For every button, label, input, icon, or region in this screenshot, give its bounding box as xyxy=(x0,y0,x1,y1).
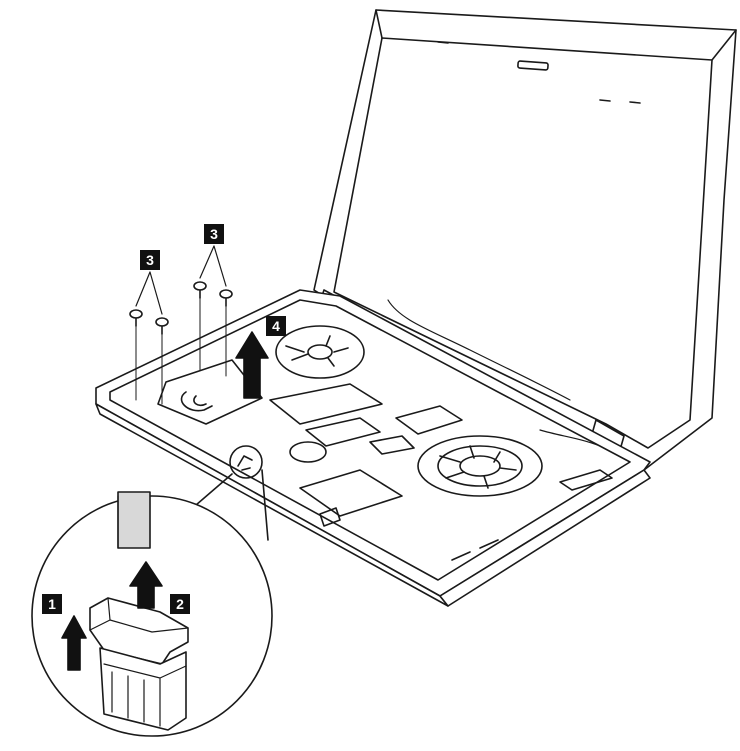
ribbon-cable xyxy=(117,491,151,549)
step-2-label: 2 xyxy=(170,594,190,614)
lift-arrow-icon xyxy=(235,331,269,399)
dock-connector xyxy=(559,469,613,491)
step-3-label-left: 3 xyxy=(140,250,160,270)
cooling-fan-hub xyxy=(307,344,333,360)
vent-grille xyxy=(417,435,543,497)
base-chassis xyxy=(95,289,651,607)
front-latch xyxy=(319,507,341,527)
lid-bezel-right-edge xyxy=(711,29,737,61)
lid-latch-left xyxy=(437,41,449,44)
leader-lines-left xyxy=(135,271,163,315)
usb-port-b xyxy=(479,539,499,549)
chassis-inner-rim xyxy=(109,299,631,581)
screws xyxy=(129,245,233,405)
chassis-right-face xyxy=(439,469,651,607)
hdd-cover-handle xyxy=(180,391,213,412)
lid-latch-right xyxy=(629,101,641,104)
magnifier-callout xyxy=(31,445,273,737)
connector-latch xyxy=(89,597,189,665)
lid-bezel-top-edge xyxy=(375,9,383,39)
leader-lines-right xyxy=(199,245,227,287)
memory-slot xyxy=(269,383,383,425)
flip-latch-arrow-icon xyxy=(61,615,87,671)
target-connector-mark xyxy=(237,455,253,471)
optical-bay xyxy=(299,469,403,517)
target-ring xyxy=(229,445,263,479)
lid-led xyxy=(599,99,611,102)
webcam xyxy=(517,60,549,71)
magnifier-connector-line-right xyxy=(261,469,269,541)
cooling-fan xyxy=(275,325,365,379)
screw-4 xyxy=(219,289,233,377)
step-3-label-right: 3 xyxy=(204,224,224,244)
screw-2 xyxy=(155,317,169,405)
board-component-b xyxy=(369,435,415,455)
screw-1 xyxy=(129,309,143,401)
usb-port-a xyxy=(451,551,471,561)
antenna-cable xyxy=(539,429,601,447)
hdd-cover xyxy=(157,359,263,425)
step-4-label: 4 xyxy=(266,316,286,336)
speaker-left xyxy=(289,441,327,463)
board-component-a xyxy=(305,417,381,447)
step-1-label: 1 xyxy=(42,594,62,614)
pull-cable-arrow-icon xyxy=(129,561,163,609)
fan-blades xyxy=(285,335,349,367)
internal-cable xyxy=(387,299,571,401)
screw-3 xyxy=(193,281,207,371)
wireless-card xyxy=(395,405,463,435)
